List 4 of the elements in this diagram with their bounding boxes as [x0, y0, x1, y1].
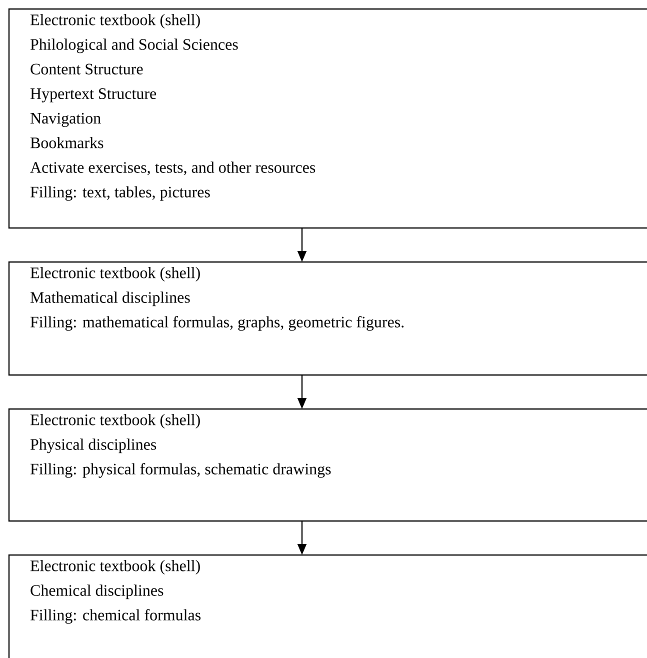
process-box: Electronic textbook (shell) Mathematical disciplines Filling: mathematical formulas, graphs, geometric figures.	[8, 261, 647, 376]
process-box: Electronic textbook (shell) Chemical disciplines Filling: chemical formulas	[8, 554, 647, 658]
process-box: Electronic textbook (shell) Philological and Social Sciences Content Structure Hypertext Structure Navigation Bookmarks Activate exercises, tests, and other resources Filling: text, tables, pictures	[8, 8, 647, 229]
process-box: Electronic textbook (shell) Physical disciplines Filling: physical formulas, schematic drawings	[8, 408, 647, 522]
